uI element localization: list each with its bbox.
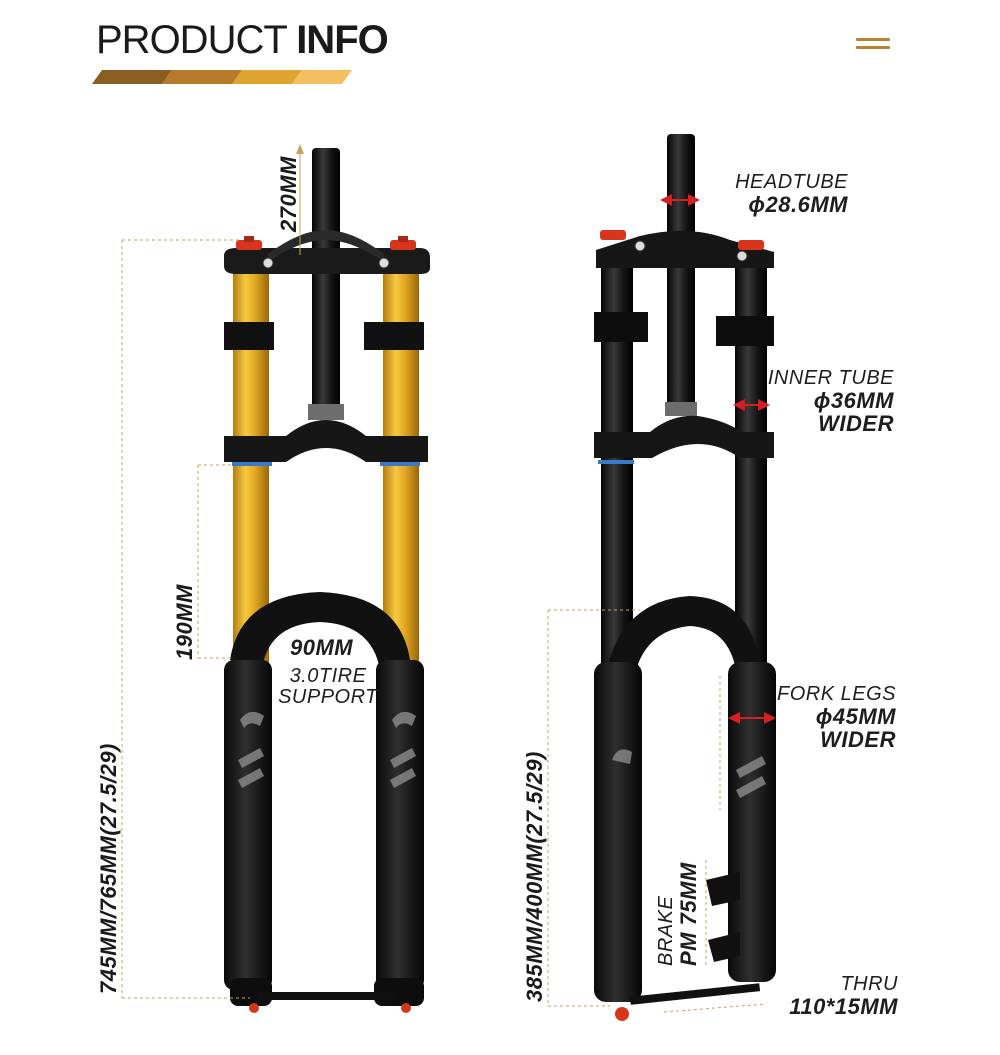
left-steerer-tube — [312, 148, 340, 420]
headtube-label: HEADTUBE ϕ28.6MM — [704, 172, 848, 217]
left-upper-crown — [224, 248, 430, 274]
headtube-value: ϕ28.6MM — [748, 192, 848, 217]
dim-axle-to-crown: 385MM/400MM(27.5/29) — [522, 751, 547, 1002]
right-brake-mount — [706, 872, 740, 906]
left-red-cap-l — [236, 240, 262, 250]
inner-tube-value: ϕ36MM — [813, 388, 894, 413]
left-lower-leg-l — [224, 660, 272, 990]
right-fork — [547, 134, 776, 1021]
title-regular: PRODUCT — [96, 18, 287, 62]
inner-tube-label: INNER TUBE ϕ36MM WIDER — [754, 368, 894, 437]
left-lower-arch — [230, 592, 410, 670]
right-lower-leg-r — [728, 662, 776, 982]
left-lower-crown — [224, 420, 428, 462]
dim-total-length: 745MM/765MM(27.5/29) — [96, 743, 121, 994]
title-accent-bar — [92, 70, 352, 84]
thru-axle-label: THRU 110*15MM — [748, 974, 898, 1019]
left-red-cap-r — [390, 240, 416, 250]
right-lower-arch — [608, 596, 760, 670]
tire-width-label: 90MM — [290, 636, 353, 659]
fork-legs-label: FORK LEGS ϕ45MM WIDER — [756, 684, 896, 753]
thru-axle-value: 110*15MM — [789, 994, 898, 1019]
right-red-cap-r — [738, 240, 764, 250]
dim-travel-190: 190MM — [172, 584, 197, 660]
right-stanchion-r — [735, 252, 767, 666]
tire-support-label: 3.0TIRE SUPPORT — [278, 665, 378, 708]
dim-steerer-270: 270MM — [276, 156, 301, 232]
fork-legs-value: ϕ45MM — [815, 704, 896, 729]
brake-mount-label: BRAKE PM 75MM — [655, 862, 701, 966]
title-bold: INFO — [296, 18, 389, 62]
fork-legs-note: WIDER — [820, 727, 896, 753]
inner-tube-note: WIDER — [818, 411, 894, 437]
right-lower-crown — [594, 415, 774, 458]
right-red-cap-l — [600, 230, 626, 240]
tire-width-value: 90MM — [290, 635, 354, 660]
brake-mount-value: PM 75MM — [676, 862, 701, 966]
left-lower-leg-r — [376, 660, 424, 990]
page-title: PRODUCT INFO — [96, 18, 389, 62]
left-fork — [121, 144, 430, 1013]
right-axle — [629, 983, 761, 1005]
left-axle — [258, 992, 394, 1000]
right-steerer-tube — [667, 134, 695, 416]
right-lower-leg-l — [594, 662, 642, 1002]
right-axle-red-lever — [615, 1007, 629, 1021]
hamburger-menu-icon[interactable] — [856, 38, 890, 52]
